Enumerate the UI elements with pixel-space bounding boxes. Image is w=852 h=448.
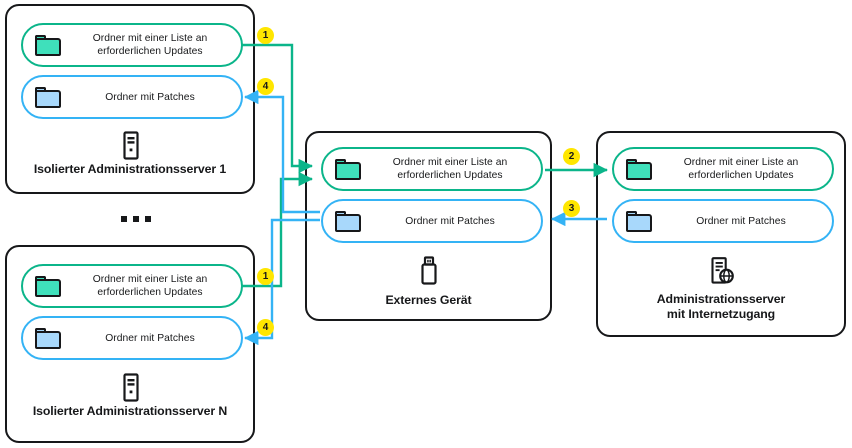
step-badge-1-serverN[interactable]: 1 — [257, 268, 274, 285]
caption-line-2: mit Internetzugang — [666, 307, 776, 321]
ellipsis-separator — [121, 216, 151, 222]
folder-green-icon — [35, 275, 61, 297]
folder-pill-updates-list-external[interactable]: Ordner mit einer Liste an erforderlichen… — [321, 147, 543, 191]
server-tower-icon — [114, 129, 148, 163]
server-with-globe-icon — [704, 254, 738, 288]
ellipsis-dot — [133, 216, 139, 222]
folder-green-icon — [35, 34, 61, 56]
folder-green-icon — [626, 158, 652, 180]
step-badge-2[interactable]: 2 — [563, 148, 580, 165]
folder-blue-icon — [35, 86, 61, 108]
step-badge-3[interactable]: 3 — [563, 200, 580, 217]
folder-label: Ordner mit Patches — [105, 91, 195, 103]
folder-pill-patches-external[interactable]: Ordner mit Patches — [321, 199, 543, 243]
folder-blue-icon — [35, 327, 61, 349]
usb-flash-drive-icon — [412, 254, 446, 288]
folder-green-icon — [335, 158, 361, 180]
ellipsis-dot — [145, 216, 151, 222]
folder-blue-icon — [626, 210, 652, 232]
folder-label: Ordner mit Patches — [696, 215, 786, 227]
step-badge-4-serverN[interactable]: 4 — [257, 319, 274, 336]
step-badge-4-server1[interactable]: 4 — [257, 78, 274, 95]
folder-label: Ordner mit Patches — [405, 215, 495, 227]
folder-pill-updates-list-serverN[interactable]: Ordner mit einer Liste an erforderlichen… — [21, 264, 243, 308]
caption-external-device: Externes Gerät — [385, 293, 472, 307]
folder-label: Ordner mit einer Liste an erforderlichen… — [392, 157, 508, 181]
ellipsis-dot — [121, 216, 127, 222]
folder-pill-updates-list-internet[interactable]: Ordner mit einer Liste an erforderlichen… — [612, 147, 834, 191]
folder-label: Ordner mit Patches — [105, 332, 195, 344]
caption-internet-server: Administrationsserver mit Internetzugang — [596, 292, 846, 322]
folder-label: Ordner mit einer Liste an erforderlichen… — [92, 274, 208, 298]
folder-pill-patches-server1[interactable]: Ordner mit Patches — [21, 75, 243, 119]
folder-blue-icon — [335, 210, 361, 232]
folder-label: Ordner mit einer Liste an erforderlichen… — [683, 157, 799, 181]
caption-isolated-server-n: Isolierter Administrationsserver N — [32, 404, 228, 418]
step-badge-1-server1[interactable]: 1 — [257, 27, 274, 44]
server-tower-icon — [114, 371, 148, 405]
folder-pill-patches-serverN[interactable]: Ordner mit Patches — [21, 316, 243, 360]
caption-line-1: Administrationsserver — [656, 292, 786, 306]
folder-pill-updates-list-server1[interactable]: Ordner mit einer Liste an erforderlichen… — [21, 23, 243, 67]
folder-pill-patches-internet[interactable]: Ordner mit Patches — [612, 199, 834, 243]
folder-label: Ordner mit einer Liste an erforderlichen… — [92, 33, 208, 57]
caption-isolated-server-1: Isolierter Administrationsserver 1 — [33, 162, 227, 176]
